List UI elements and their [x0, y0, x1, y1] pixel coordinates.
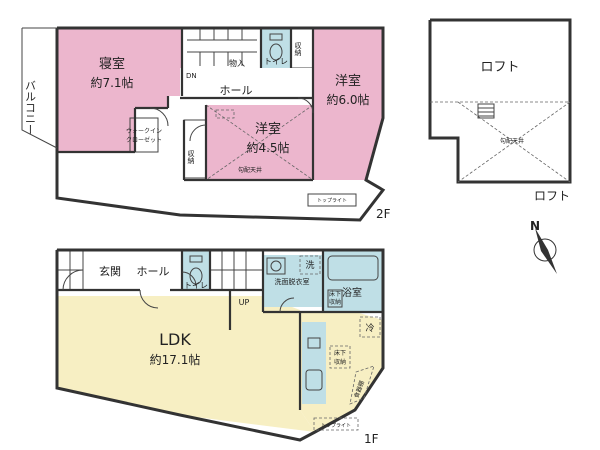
storage-label: 物入 [229, 58, 245, 68]
western-room-6-area [313, 28, 383, 180]
toplight-1f-label: トップライト [321, 423, 351, 429]
floor-2-label: 2F [376, 207, 391, 221]
ldk-name: LDK [159, 330, 191, 349]
hall-1f-label: ホール [137, 265, 170, 278]
compass-needle-icon [535, 228, 557, 274]
ldk-area [57, 296, 315, 432]
underfloor-label-2a: 床下 [334, 349, 346, 357]
toilet-2f-area [261, 28, 291, 68]
basin [266, 257, 286, 275]
loft-label: ロフト [534, 189, 570, 203]
toilet-2f-label: トイレ [264, 57, 288, 66]
hall-2f-label: ホール [220, 84, 253, 97]
ldk-size: 約17.1帖 [150, 352, 201, 367]
floor-1: 玄関 ホール トイレ UP LDK 約17.1帖 洗面脱衣室 洗 浴室 床下 収… [55, 248, 385, 446]
washroom-label: 洗面脱衣室 [275, 277, 310, 286]
western-room-4-5-size: 約4.5帖 [246, 140, 289, 155]
bedroom-area [57, 28, 182, 152]
fridge-label: 冷 [365, 322, 374, 334]
kitchen-counter [302, 322, 326, 404]
stairs-1f [209, 249, 264, 291]
fridge-icon [359, 316, 381, 338]
stairs-2f [187, 28, 257, 66]
toilet-fixture-2f [269, 43, 283, 61]
loft-title: ロフト [480, 60, 519, 75]
entrance-label: 玄関 [99, 264, 121, 278]
bathtub [327, 255, 379, 281]
compass: N [530, 219, 557, 274]
toplight-1f [313, 417, 359, 431]
toilet-1f-label: トイレ [184, 281, 208, 290]
compass-north: N [530, 219, 540, 233]
toplight-2f-label: トップライト [317, 198, 347, 204]
walkin-label-1: ウォークイン [126, 127, 162, 135]
western-room-6-size: 約6.0帖 [326, 92, 369, 107]
toplight-2f [307, 193, 357, 207]
walkin-label-2: クローゼット [126, 136, 162, 144]
down-label: DN [186, 72, 197, 80]
loft: ロフト 勾配天井 ロフト [428, 18, 572, 203]
washing-machine-icon [299, 255, 321, 275]
toilet-fixture-1f [189, 267, 203, 285]
bedroom-size: 約7.1帖 [90, 75, 133, 90]
balcony-label: バルコニー [24, 80, 37, 135]
wash-label: 洗 [305, 259, 314, 271]
bath-label: 浴室 [342, 286, 362, 299]
floor-1-label: 1F [364, 432, 379, 446]
closet-2f-label-b: 収納 [187, 150, 195, 165]
up-label: UP [239, 298, 250, 307]
closet-2f-label-a: 収納 [294, 42, 302, 57]
loft-ladder [477, 103, 495, 119]
underfloor-label-1b: 収納 [329, 298, 341, 306]
floor-2: バルコニー 寝室 約7.1帖 洋室 約6.0帖 洋室 約4.5帖 ホール 物入 … [21, 26, 391, 222]
underfloor-label-2b: 収納 [334, 358, 346, 366]
underfloor-label-1a: 床下 [329, 290, 341, 298]
loft-ceiling-label: 勾配天井 [500, 137, 524, 145]
western-room-6-name: 洋室 [335, 73, 361, 89]
cupboard [349, 365, 375, 405]
bath-area [323, 250, 383, 312]
ceiling-2f-label: 勾配天井 [238, 166, 262, 174]
bedroom-name: 寝室 [99, 56, 125, 72]
western-room-4-5-name: 洋室 [255, 121, 281, 137]
